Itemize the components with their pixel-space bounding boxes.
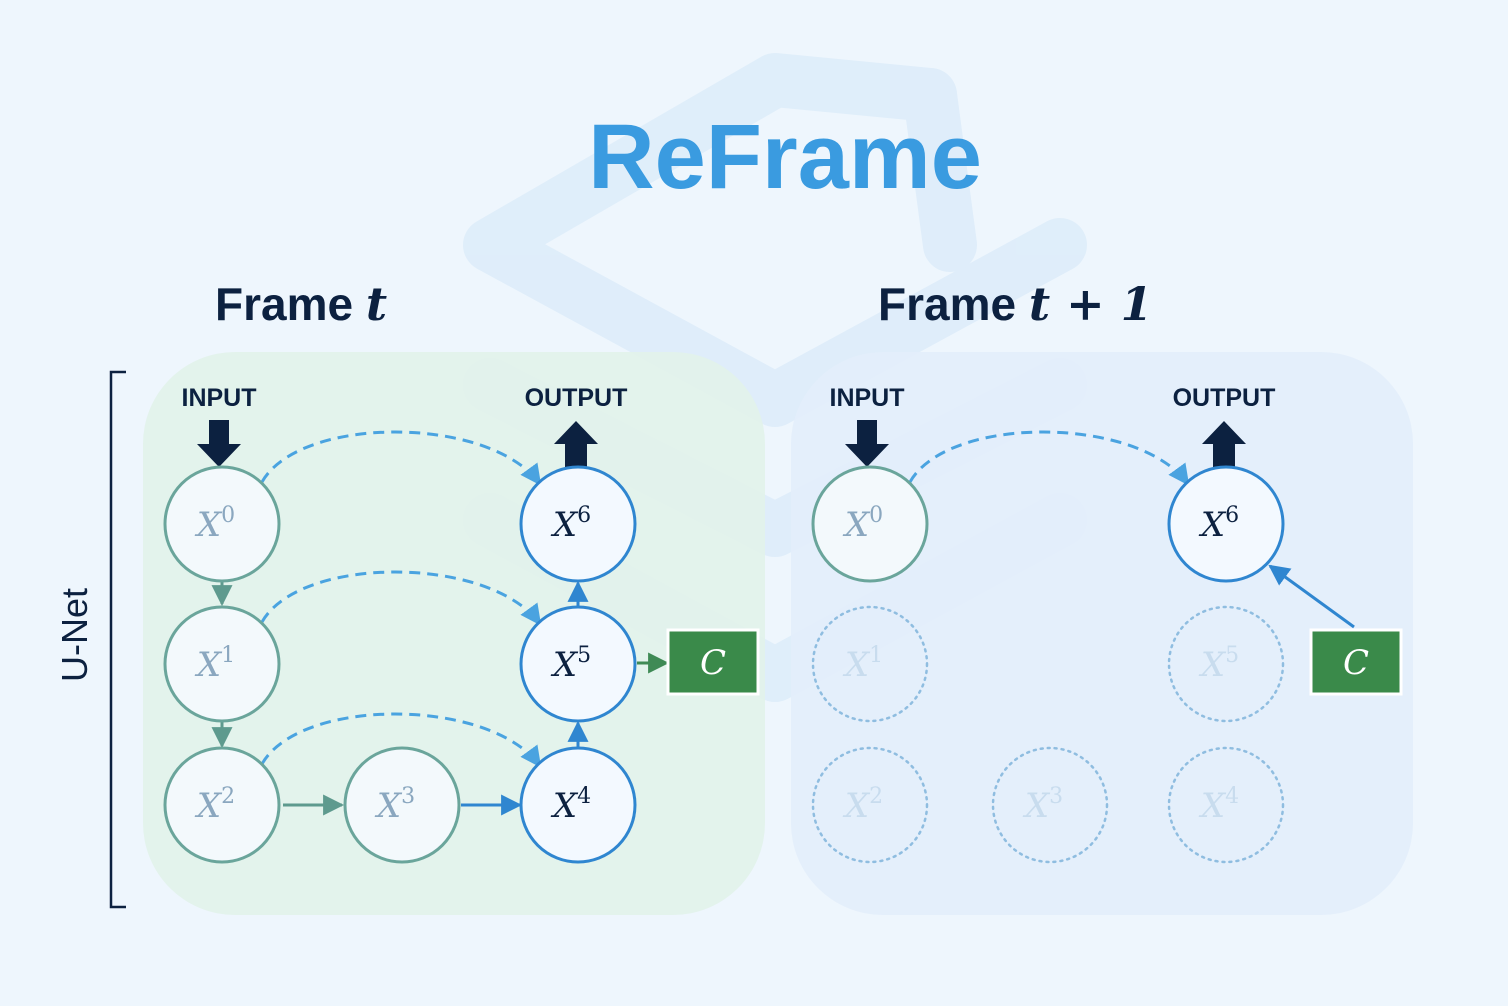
svg-text:X3: X3 bbox=[1022, 784, 1063, 826]
frame-t-heading: Frame t bbox=[215, 277, 387, 331]
frame-t1-output-label: OUTPUT bbox=[1173, 384, 1276, 412]
frame-t1-input-arrow-icon bbox=[845, 420, 889, 467]
svg-text:X4: X4 bbox=[1198, 784, 1239, 826]
svg-text:X0: X0 bbox=[194, 503, 235, 545]
unet-bracket bbox=[109, 370, 126, 909]
frame-t-plus-1-heading: Frame t + 1 bbox=[878, 277, 1153, 331]
svg-text:X0: X0 bbox=[842, 503, 883, 545]
node-x3: X3 bbox=[343, 746, 461, 864]
svg-text:X1: X1 bbox=[194, 643, 235, 685]
svg-text:X4: X4 bbox=[550, 784, 591, 826]
frame-t1-edges bbox=[908, 430, 1355, 629]
node-x3: X3 bbox=[991, 746, 1109, 864]
node-x1: X1 bbox=[163, 605, 281, 723]
frame-t1-condition-box: C bbox=[1309, 628, 1403, 696]
frame-t-output-label: OUTPUT bbox=[525, 384, 628, 412]
skip-x0-x6-t1 bbox=[908, 430, 1190, 486]
svg-text:X2: X2 bbox=[842, 784, 883, 826]
node-x1: X1 bbox=[811, 605, 929, 723]
svg-text:C: C bbox=[700, 643, 726, 683]
svg-text:X6: X6 bbox=[550, 503, 591, 545]
skip-x0-x6 bbox=[260, 430, 542, 486]
node-x0: X0 bbox=[163, 465, 281, 583]
frame-t1-output-arrow-icon bbox=[1202, 421, 1246, 467]
frame-t-edges bbox=[211, 580, 670, 816]
frame-t-input-arrow-icon bbox=[197, 420, 241, 467]
svg-text:X2: X2 bbox=[194, 784, 235, 826]
frame-t-condition-box: C bbox=[666, 628, 760, 696]
svg-text:C: C bbox=[1343, 643, 1369, 683]
frame-t-input-label: INPUT bbox=[182, 384, 257, 412]
node-x5: X5 bbox=[519, 605, 637, 723]
node-x4: X4 bbox=[1167, 746, 1285, 864]
frame-t1-nodes: X0 X1 X2 X3 X4 X5 X6 bbox=[811, 465, 1285, 864]
frame-t1-input-label: INPUT bbox=[830, 384, 905, 412]
svg-text:X6: X6 bbox=[1198, 503, 1239, 545]
edge-condition-x6 bbox=[1268, 564, 1355, 629]
svg-text:X3: X3 bbox=[374, 784, 415, 826]
skip-x2-x4 bbox=[260, 712, 542, 768]
frame-t-skip-connections bbox=[260, 430, 542, 768]
unet-label: U-Net bbox=[54, 588, 95, 682]
svg-text:X5: X5 bbox=[1198, 643, 1239, 685]
node-x4: X4 bbox=[519, 746, 637, 864]
frame-t-nodes: X0 X1 X2 X3 X4 X5 X6 bbox=[163, 465, 637, 864]
svg-text:X5: X5 bbox=[550, 643, 591, 685]
node-x6: X6 bbox=[1167, 465, 1285, 583]
node-x5: X5 bbox=[1167, 605, 1285, 723]
node-x6: X6 bbox=[519, 465, 637, 583]
node-x2: X2 bbox=[811, 746, 929, 864]
skip-x1-x5 bbox=[260, 570, 542, 626]
svg-text:X1: X1 bbox=[842, 643, 883, 685]
page-title: ReFrame bbox=[588, 106, 982, 208]
frame-t-output-arrow-icon bbox=[554, 421, 598, 467]
node-x0: X0 bbox=[811, 465, 929, 583]
node-x2: X2 bbox=[163, 746, 281, 864]
